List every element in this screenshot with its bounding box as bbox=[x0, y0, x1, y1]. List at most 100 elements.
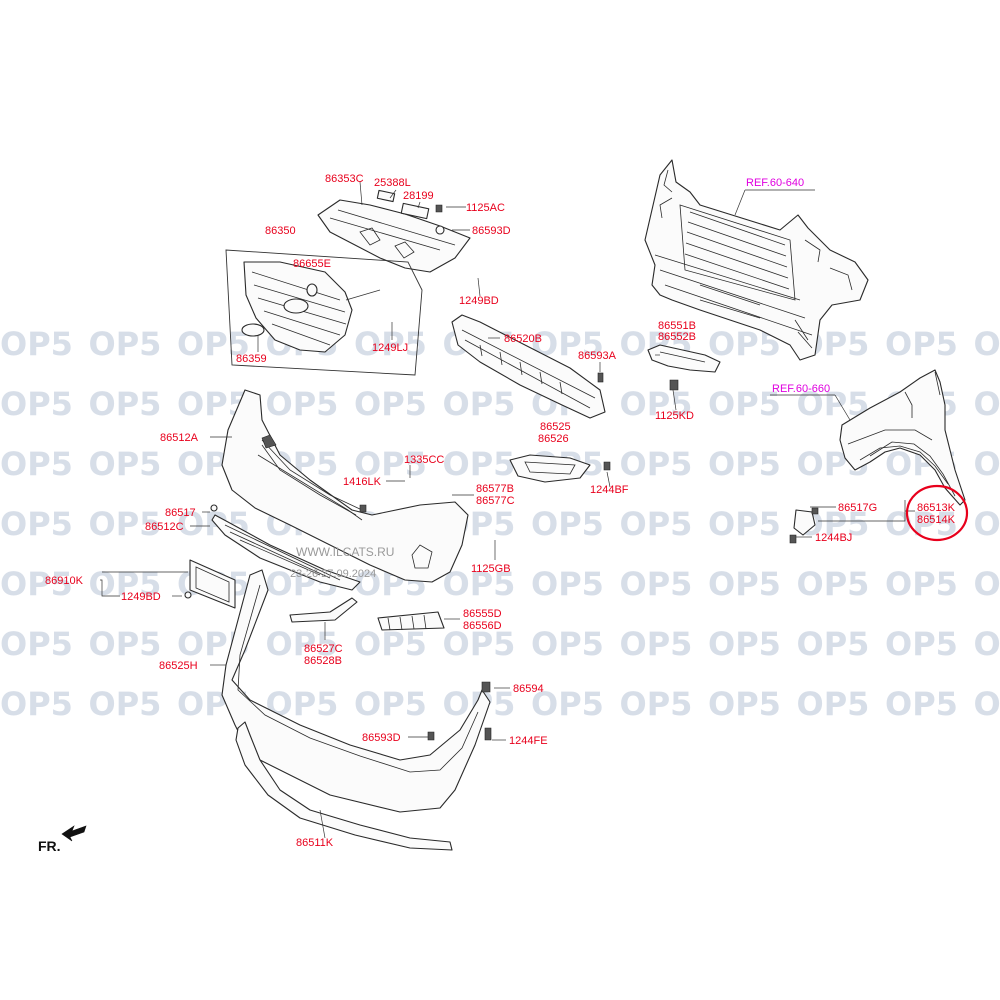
watermark-tile: OP5 bbox=[620, 685, 693, 723]
watermark-tile: OP5 bbox=[354, 445, 427, 483]
watermark-tile: OP5 bbox=[0, 505, 73, 543]
callout-86577B[interactable]: 86577B bbox=[476, 483, 514, 495]
callout-86359[interactable]: 86359 bbox=[236, 353, 267, 365]
watermark-tile: OP5 bbox=[974, 445, 1000, 483]
watermark-tile: OP5 bbox=[443, 445, 516, 483]
watermark-tile: OP5 bbox=[974, 505, 1000, 543]
watermark-tile: OP5 bbox=[531, 505, 604, 543]
leader-lines bbox=[100, 181, 915, 839]
watermark-tile: OP5 bbox=[0, 685, 73, 723]
watermark-tile: OP5 bbox=[708, 505, 781, 543]
callout-86353C[interactable]: 86353C bbox=[325, 173, 364, 185]
watermark-tile: OP5 bbox=[708, 685, 781, 723]
watermark-tile: OP5 bbox=[708, 565, 781, 603]
watermark-tile: OP5 bbox=[354, 385, 427, 423]
watermark-tile: OP5 bbox=[89, 685, 162, 723]
callout-86520B[interactable]: 86520B bbox=[504, 333, 542, 345]
watermark-tile: OP5 bbox=[89, 445, 162, 483]
callout-1335CC[interactable]: 1335CC bbox=[404, 454, 444, 466]
callout-86556D[interactable]: 86556D bbox=[463, 620, 502, 632]
callout-1125GB[interactable]: 1125GB bbox=[471, 563, 511, 575]
watermark-tile: OP5 bbox=[885, 325, 958, 363]
callout-1416LK[interactable]: 1416LK bbox=[343, 476, 382, 488]
callout-86655E[interactable]: 86655E bbox=[293, 258, 331, 270]
callout-1125AC[interactable]: 1125AC bbox=[466, 202, 505, 214]
callout-86910K[interactable]: 86910K bbox=[45, 575, 84, 587]
callout-86517[interactable]: 86517 bbox=[165, 507, 196, 519]
absorber-beam-drawing bbox=[451, 314, 606, 419]
watermark-tile: OP5 bbox=[89, 625, 162, 663]
callout-86512A[interactable]: 86512A bbox=[160, 432, 199, 444]
watermark-tile: OP5 bbox=[89, 325, 162, 363]
side-moulding-drawing bbox=[289, 597, 358, 623]
lower-skid-strip-drawing bbox=[235, 721, 453, 851]
callout-86594[interactable]: 86594 bbox=[513, 683, 544, 695]
callout-1244FE[interactable]: 1244FE bbox=[509, 735, 548, 747]
callout-86593D-upper[interactable]: 86593D bbox=[472, 225, 511, 237]
callout-86552B[interactable]: 86552B bbox=[658, 331, 696, 343]
license-plate-bracket-drawing bbox=[184, 559, 236, 609]
callout-1244BF[interactable]: 1244BF bbox=[590, 484, 629, 496]
front-direction-arrow-icon bbox=[61, 825, 87, 842]
callout-25388L[interactable]: 25388L bbox=[374, 177, 411, 189]
date-watermark: 23-26 27.09.2024 bbox=[290, 568, 376, 580]
callout-86593D-lower[interactable]: 86593D bbox=[362, 732, 401, 744]
watermark-tile: OP5 bbox=[443, 565, 516, 603]
watermark-tile: OP5 bbox=[0, 625, 73, 663]
highlight-circle bbox=[905, 484, 969, 542]
callout-labels: 86353C 25388L 28199 1125AC 86593D 86350 … bbox=[38, 173, 956, 854]
watermark-tile: OP5 bbox=[620, 625, 693, 663]
watermark-tile: OP5 bbox=[797, 565, 870, 603]
callout-86593A[interactable]: 86593A bbox=[578, 350, 617, 362]
callout-86511K[interactable]: 86511K bbox=[296, 837, 334, 849]
watermark-tile: OP5 bbox=[885, 625, 958, 663]
grille-upper-cover-drawing bbox=[317, 189, 471, 273]
watermark-tile: OP5 bbox=[974, 625, 1000, 663]
callout-86526[interactable]: 86526 bbox=[538, 433, 569, 445]
callout-86527C[interactable]: 86527C bbox=[304, 643, 343, 655]
callout-86512C[interactable]: 86512C bbox=[145, 521, 184, 533]
callout-86525[interactable]: 86525 bbox=[540, 421, 571, 433]
callout-86525H[interactable]: 86525H bbox=[159, 660, 198, 672]
grille-drawing bbox=[225, 249, 423, 376]
watermark-tile: OP5 bbox=[0, 325, 73, 363]
callout-86517G[interactable]: 86517G bbox=[838, 502, 877, 514]
reference-link-60-660[interactable]: REF.60-660 bbox=[772, 383, 830, 395]
site-watermark: WWW.ILCATS.RU bbox=[296, 545, 394, 559]
watermark-tile: OP5 bbox=[797, 625, 870, 663]
callout-1249BD-upper[interactable]: 1249BD bbox=[459, 295, 499, 307]
watermark-tile: OP5 bbox=[0, 445, 73, 483]
watermark-tile: OP5 bbox=[620, 385, 693, 423]
callout-1249LJ[interactable]: 1249LJ bbox=[372, 342, 408, 354]
watermark-tile: OP5 bbox=[708, 625, 781, 663]
callout-86577C[interactable]: 86577C bbox=[476, 495, 515, 507]
callout-1125KD[interactable]: 1125KD bbox=[655, 410, 694, 422]
watermark-tile: OP5 bbox=[177, 325, 250, 363]
watermark-tile: OP5 bbox=[443, 385, 516, 423]
watermark-tile: OP5 bbox=[266, 625, 339, 663]
watermark-tile: OP5 bbox=[708, 445, 781, 483]
callout-86513K[interactable]: 86513K bbox=[917, 502, 956, 514]
callout-86555D[interactable]: 86555D bbox=[463, 608, 502, 620]
fender-drawing bbox=[839, 369, 966, 506]
callout-1244BJ[interactable]: 1244BJ bbox=[815, 532, 852, 544]
callout-86528B[interactable]: 86528B bbox=[304, 655, 342, 667]
callout-86551B[interactable]: 86551B bbox=[658, 320, 696, 332]
callout-1249BD-lower[interactable]: 1249BD bbox=[121, 591, 161, 603]
watermark-tile: OP5 bbox=[885, 685, 958, 723]
watermark-tile: OP5 bbox=[974, 325, 1000, 363]
watermark-tile: OP5 bbox=[620, 445, 693, 483]
lower-grille-drawing bbox=[210, 504, 361, 591]
callout-86514K[interactable]: 86514K bbox=[917, 514, 956, 526]
watermark-tile: OP5 bbox=[89, 385, 162, 423]
watermark-tile: OP5 bbox=[974, 565, 1000, 603]
watermark-tile: OP5 bbox=[974, 685, 1000, 723]
radiator-support-drawing bbox=[644, 159, 869, 361]
callout-86350[interactable]: 86350 bbox=[265, 225, 296, 237]
reference-link-60-640[interactable]: REF.60-640 bbox=[746, 177, 804, 189]
callout-28199[interactable]: 28199 bbox=[403, 190, 434, 202]
watermark-tile: OP5 bbox=[708, 385, 781, 423]
watermark-tile: OP5 bbox=[354, 325, 427, 363]
